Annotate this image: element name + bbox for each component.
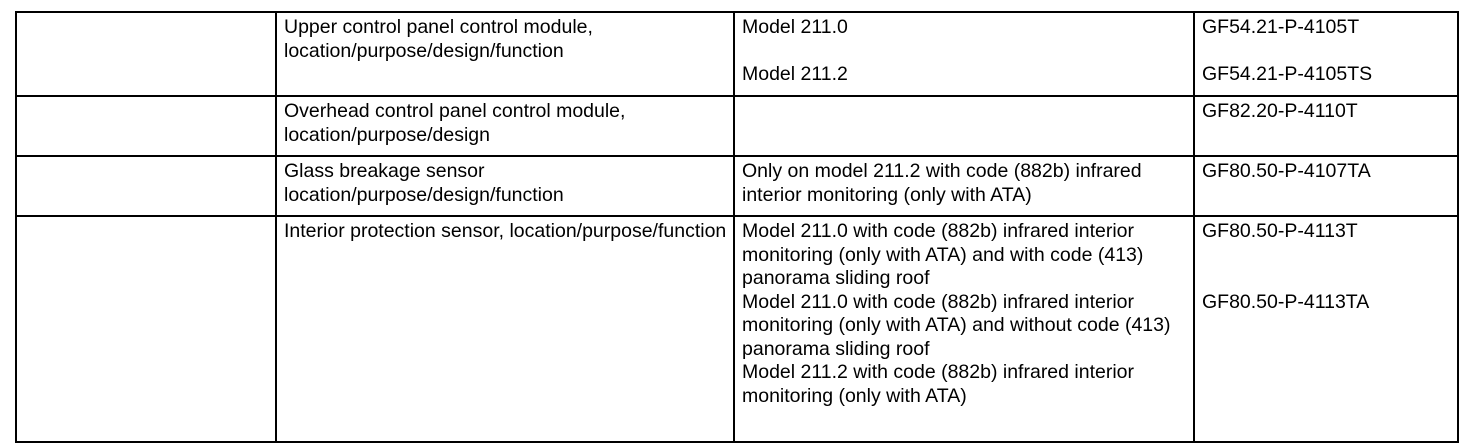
row-0-reference-code-1: GF54.21-P-4105T xyxy=(1202,16,1360,38)
row-2-reference-cell: GF80.50-P-4107TA xyxy=(1193,155,1459,217)
row-1-condition-cell xyxy=(733,95,1195,157)
table-row: Upper control panel control module, loca… xyxy=(15,11,1459,97)
row-3-reference-cell: GF80.50-P-4113T GF80.50-P-4113TA xyxy=(1193,215,1459,443)
row-3-col-1-cell xyxy=(15,215,277,443)
row-3-reference-code-2: GF80.50-P-4113TA xyxy=(1202,290,1370,313)
row-0-condition-blank-line xyxy=(742,40,1187,64)
row-2-condition-cell: Only on model 211.2 with code (882b) inf… xyxy=(733,155,1195,217)
row-3-description-cell: Interior protection sensor, location/pur… xyxy=(275,215,735,443)
row-1-reference-cell: GF82.20-P-4110T xyxy=(1193,95,1459,157)
row-0-condition-line-1: Model 211.0 xyxy=(742,16,848,38)
specification-table: Upper control panel control module, loca… xyxy=(15,11,1459,443)
row-1-description-cell: Overhead control panel control module, l… xyxy=(275,95,735,157)
row-1-reference-code-1: GF82.20-P-4110T xyxy=(1202,100,1358,122)
table-row: Glass breakage sensor location/purpose/d… xyxy=(15,155,1459,217)
row-0-condition-cell: Model 211.0 Model 211.2 xyxy=(733,11,1195,97)
row-0-reference-cell: GF54.21-P-4105T GF54.21-P-4105TS xyxy=(1193,11,1459,97)
row-3-condition-line-2: Model 211.0 with code (882b) infrared in… xyxy=(742,290,1171,360)
row-0-col-1-cell xyxy=(15,11,277,97)
row-2-description-cell: Glass breakage sensor location/purpose/d… xyxy=(275,155,735,217)
row-0-reference-code-2: GF54.21-P-4105TS xyxy=(1202,63,1373,85)
row-3-reference-blank-line-2 xyxy=(1202,267,1451,291)
row-3-condition-line-1: Model 211.0 with code (882b) infrared in… xyxy=(742,220,1144,289)
table-row: Overhead control panel control module, l… xyxy=(15,95,1459,157)
row-0-condition-line-2: Model 211.2 xyxy=(742,63,848,85)
table-row: Interior protection sensor, location/pur… xyxy=(15,215,1459,443)
row-3-reference-code-1: GF80.50-P-4113T xyxy=(1202,220,1358,242)
row-3-condition-cell: Model 211.0 with code (882b) infrared in… xyxy=(733,215,1195,443)
row-0-reference-blank-line xyxy=(1202,40,1451,64)
row-0-description-cell: Upper control panel control module, loca… xyxy=(275,11,735,97)
row-2-reference-code-1: GF80.50-P-4107TA xyxy=(1202,160,1371,182)
row-3-condition-line-3: Model 211.2 with code (882b) infrared in… xyxy=(742,361,1135,407)
row-2-col-1-cell xyxy=(15,155,277,217)
row-3-reference-blank-line-1 xyxy=(1202,244,1451,268)
row-1-col-1-cell xyxy=(15,95,277,157)
row-2-condition-line-1: Only on model 211.2 with code (882b) inf… xyxy=(742,160,1142,206)
